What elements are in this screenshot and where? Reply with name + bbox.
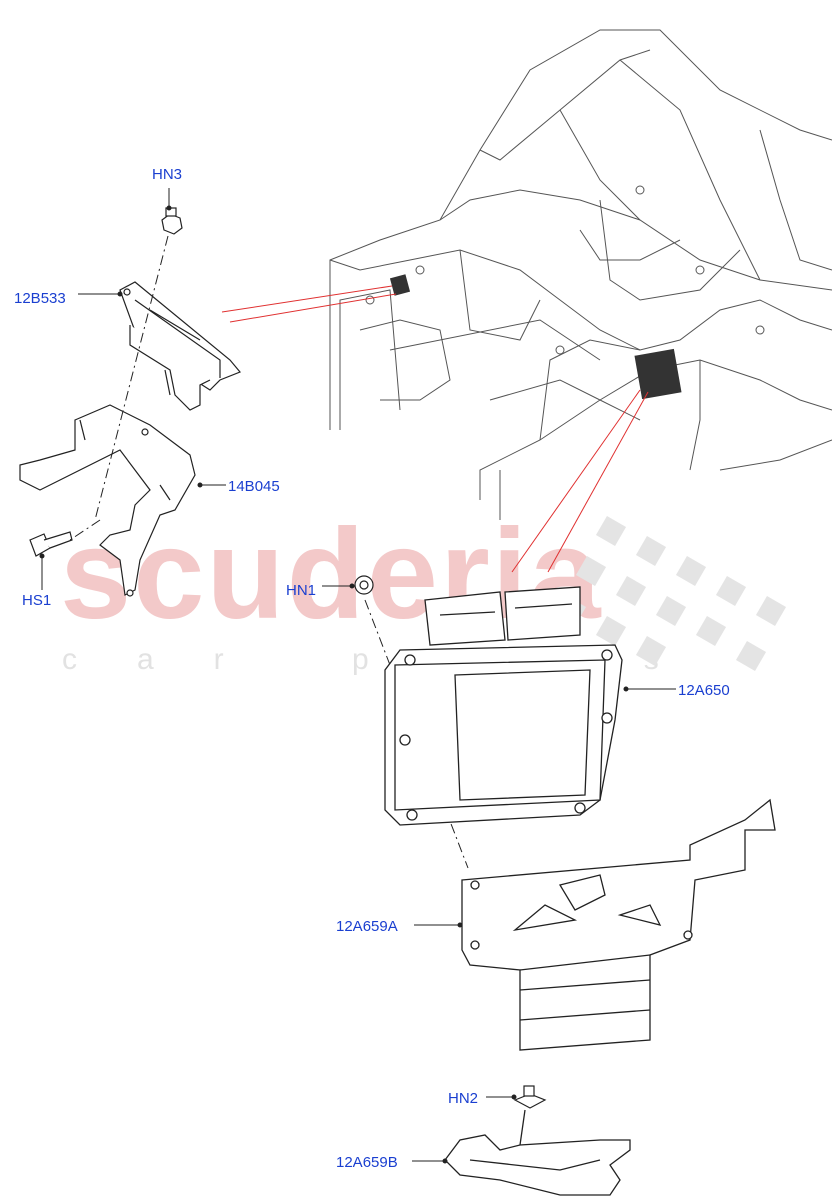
callout-12b533[interactable]: 12B533: [14, 290, 66, 307]
ecu-12a650[interactable]: [384, 586, 623, 826]
bolt-hs1[interactable]: [29, 531, 73, 557]
module-12b533[interactable]: [119, 281, 241, 411]
vehicle-body-shell: [329, 29, 832, 520]
nut-hn3[interactable]: [161, 207, 183, 235]
mounted-module-ecu: [634, 348, 682, 400]
nut-hn2[interactable]: [513, 1085, 547, 1109]
callout-12a659a[interactable]: 12A659A: [336, 918, 398, 935]
callout-hn3[interactable]: HN3: [152, 166, 183, 183]
callout-hn2[interactable]: HN2: [448, 1090, 479, 1107]
watermark-checker: [555, 515, 787, 672]
callout-hs1[interactable]: HS1: [22, 592, 52, 609]
bracket-14b045[interactable]: [19, 404, 196, 597]
bracket-12a659b[interactable]: [444, 1109, 631, 1196]
callout-hn1[interactable]: HN1: [286, 582, 317, 599]
callout-14b045[interactable]: 14B045: [228, 478, 280, 495]
callout-12a650[interactable]: 12A650: [678, 682, 730, 699]
callout-leaders: [39, 188, 676, 1164]
nut-hn1[interactable]: [354, 575, 374, 595]
bracket-12a659a[interactable]: [461, 798, 776, 1051]
callout-12a659b[interactable]: 12A659B: [336, 1154, 398, 1171]
mounted-module-upper: [389, 274, 411, 296]
red-leader-lines: [221, 285, 649, 573]
